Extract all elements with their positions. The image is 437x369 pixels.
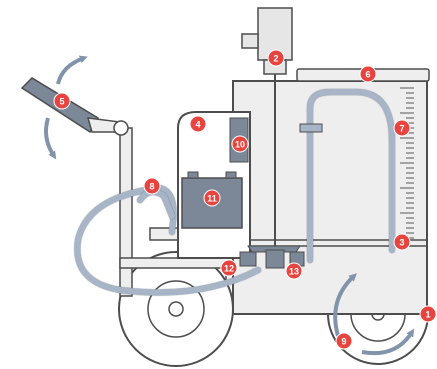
callout-marker-3: 3 bbox=[394, 234, 410, 250]
callout-marker-11: 11 bbox=[204, 190, 220, 206]
callout-label: 10 bbox=[235, 140, 245, 150]
callout-label: 6 bbox=[365, 70, 370, 80]
callout-label: 12 bbox=[224, 264, 234, 274]
callout-label: 13 bbox=[289, 267, 299, 277]
callout-label: 3 bbox=[399, 238, 404, 248]
battery-compartment bbox=[178, 112, 250, 258]
handle-grip bbox=[22, 78, 128, 135]
callout-marker-6: 6 bbox=[360, 66, 376, 82]
callout-marker-10: 10 bbox=[232, 136, 248, 152]
callout-marker-12: 12 bbox=[221, 260, 237, 276]
callout-marker-2: 2 bbox=[268, 50, 284, 66]
callout-label: 8 bbox=[149, 182, 154, 192]
callout-marker-1: 1 bbox=[420, 306, 436, 322]
callout-label: 2 bbox=[273, 54, 278, 64]
callout-label: 9 bbox=[341, 337, 346, 347]
tank-body bbox=[233, 81, 427, 314]
callout-label: 11 bbox=[207, 194, 217, 204]
callout-marker-13: 13 bbox=[286, 263, 302, 279]
callout-label: 7 bbox=[399, 124, 404, 134]
callout-label: 4 bbox=[195, 120, 200, 130]
callout-label: 1 bbox=[425, 310, 430, 320]
callout-marker-5: 5 bbox=[54, 93, 70, 109]
callout-label: 5 bbox=[59, 97, 64, 107]
callout-marker-9: 9 bbox=[336, 333, 352, 349]
callout-marker-8: 8 bbox=[144, 178, 160, 194]
rear-wheel bbox=[119, 252, 233, 366]
callout-marker-7: 7 bbox=[394, 120, 410, 136]
callout-marker-4: 4 bbox=[190, 116, 206, 132]
